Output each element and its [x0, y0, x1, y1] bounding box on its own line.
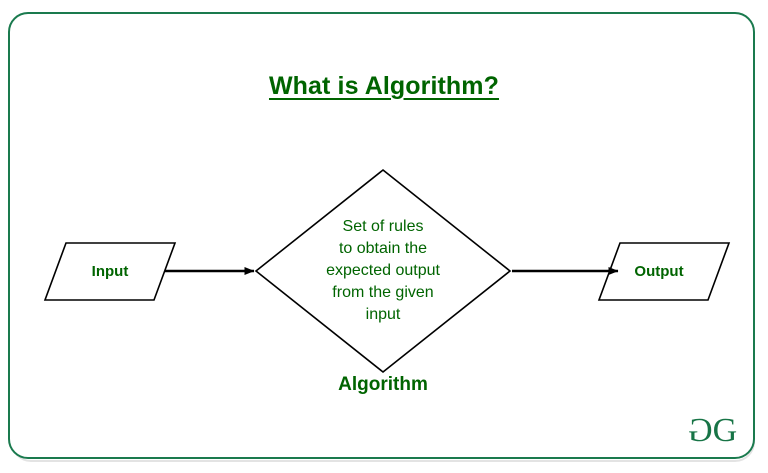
node-process-line-2: to obtain the [338, 240, 428, 257]
node-output-shape[interactable] [597, 242, 731, 301]
geeksforgeeks-logo: GG [689, 412, 738, 449]
logo-glyph-mirrored-g: G [689, 412, 713, 449]
node-input-label: Input [91, 263, 129, 280]
node-output-label: Output [634, 263, 684, 280]
page-title: What is Algorithm? [268, 72, 500, 100]
node-process-text: Set of rules to obtain the expected outp… [293, 216, 473, 326]
node-process-line-1: Set of rules [342, 218, 424, 235]
node-process-line-4: from the given [332, 284, 434, 301]
node-process-caption: Algorithm [338, 374, 428, 395]
node-process-line-3: expected output [326, 262, 440, 279]
logo-glyph-g: G [712, 412, 738, 449]
page-frame [8, 12, 755, 459]
node-process-shape[interactable] [254, 168, 512, 374]
node-process-line-5: input [365, 306, 401, 323]
node-input-shape[interactable] [43, 242, 177, 301]
